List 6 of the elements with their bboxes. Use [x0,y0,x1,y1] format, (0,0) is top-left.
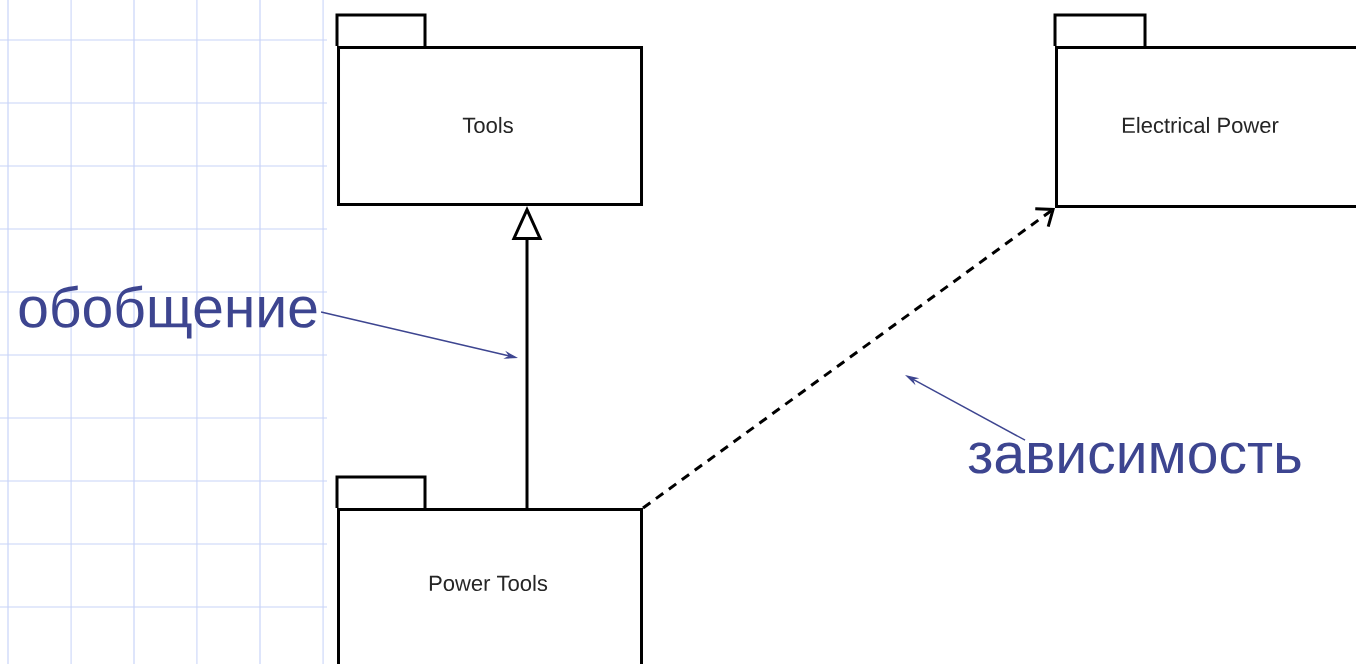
callout-label: зависимость [968,442,1301,474]
package-box: Electrical Power [1053,13,1356,208]
package-box: Tools [335,13,643,206]
package-box: Power Tools [335,475,643,664]
callout-label: обобщение [19,285,317,339]
dependency-arrow [642,207,1055,510]
